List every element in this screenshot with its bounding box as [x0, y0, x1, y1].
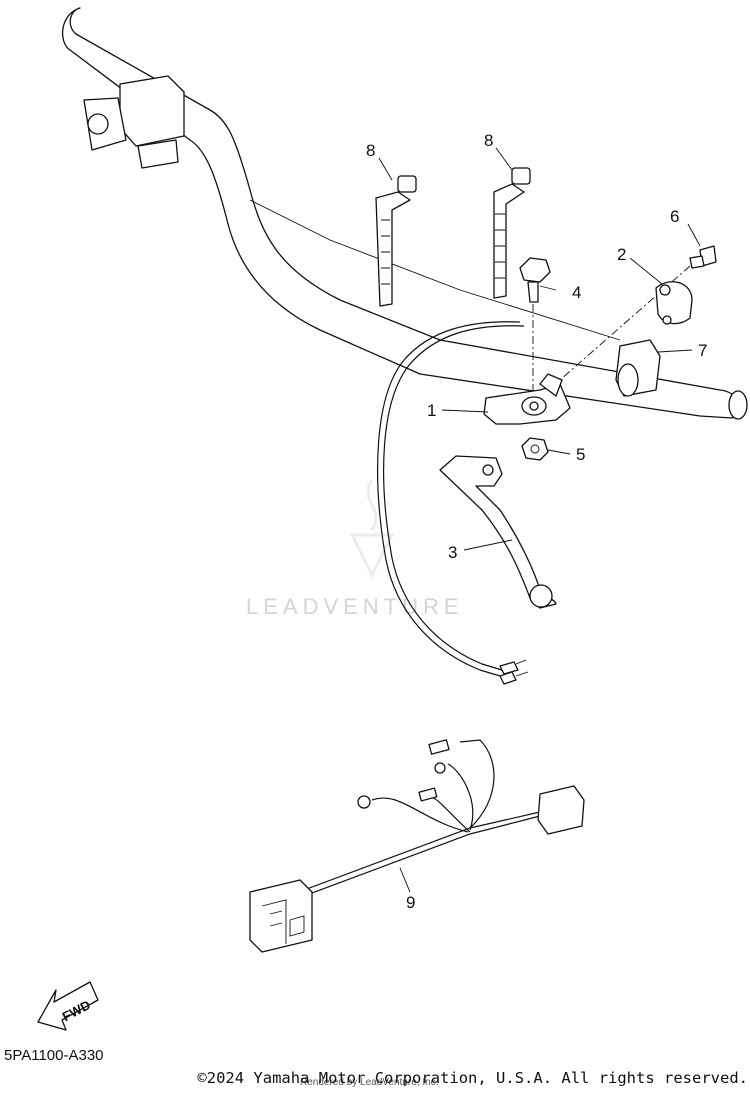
cable-tie-left — [375, 175, 417, 307]
bolt-4 — [519, 257, 551, 400]
rendered-by-text: Rendered by LeadVenture, Inc. — [300, 1077, 439, 1088]
callout-2: 2 — [617, 245, 626, 264]
handlebar — [61, 7, 748, 420]
watermark-text: LEADVENTURE — [246, 594, 464, 619]
fwd-arrow-icon: FWD — [37, 981, 99, 1031]
left-switch-housing — [83, 75, 185, 169]
screw-6 — [559, 245, 717, 381]
callout-3: 3 — [448, 543, 457, 562]
switch-7 — [615, 339, 661, 397]
clutch-lever-3 — [439, 455, 557, 609]
nut-5 — [521, 437, 549, 461]
callout-1: 1 — [427, 401, 436, 420]
wire-harness-9 — [249, 739, 585, 953]
lever-holder-clamp-2 — [655, 281, 693, 325]
watermark-logo-icon — [349, 479, 395, 579]
callout-7: 7 — [698, 341, 707, 360]
callout-8-left: 8 — [366, 141, 375, 160]
callout-9: 9 — [406, 893, 415, 912]
callout-5: 5 — [576, 445, 585, 464]
cable-tie-right — [493, 167, 531, 299]
callout-4: 4 — [572, 283, 581, 302]
callout-6: 6 — [670, 207, 679, 226]
callout-8-right: 8 — [484, 131, 493, 150]
leader-lines — [378, 147, 701, 893]
diagram-code: 5PA1100-A330 — [4, 1047, 104, 1064]
clutch-switch-cable — [377, 321, 529, 685]
copyright-text: ©2024 Yamaha Motor Corporation, U.S.A. A… — [197, 1069, 748, 1087]
lever-holder-1 — [483, 373, 571, 425]
